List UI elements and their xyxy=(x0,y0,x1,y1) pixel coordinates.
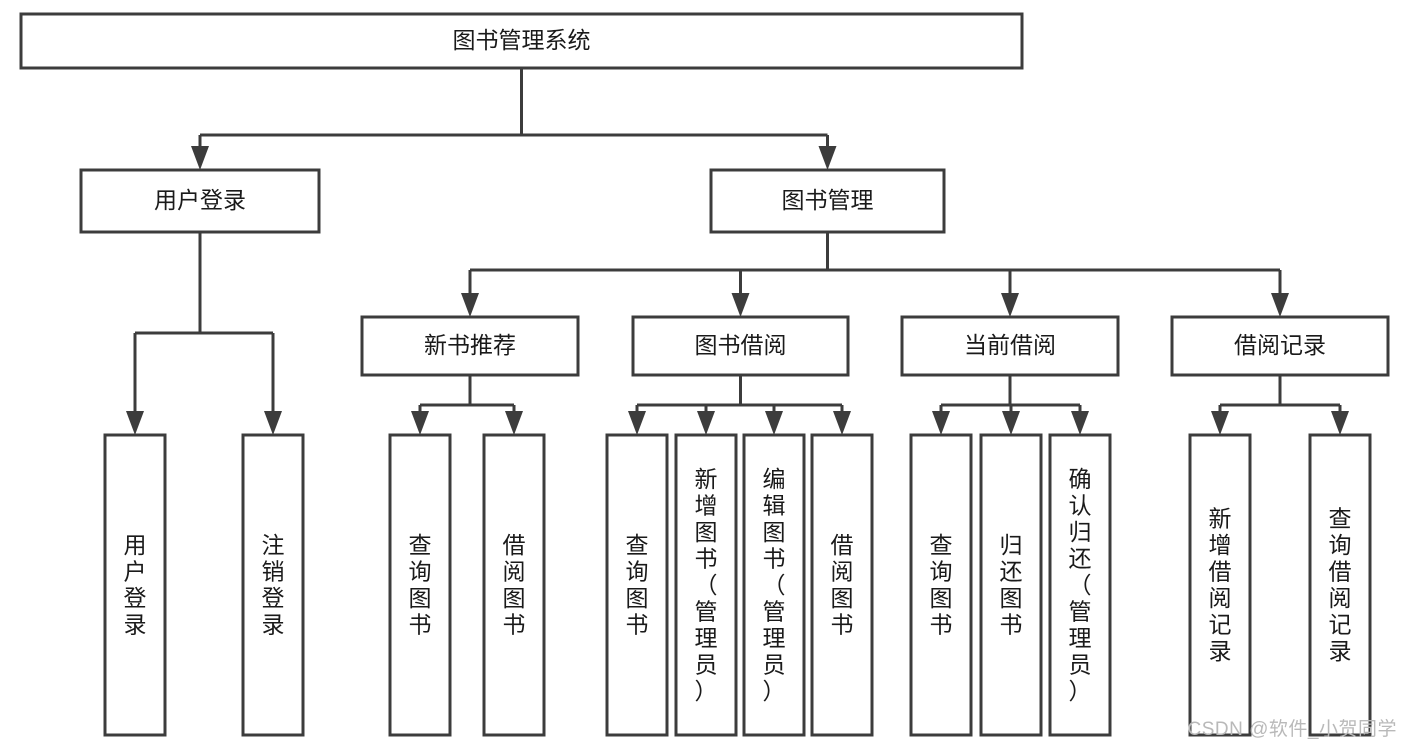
arrow-head-icon xyxy=(1002,411,1020,435)
node-box-new-book-rec[interactable] xyxy=(360,315,580,377)
arrow-head-icon xyxy=(461,293,479,317)
node-label: 查询借阅记录 xyxy=(1329,506,1352,665)
node-label: 归还图书 xyxy=(1000,532,1023,638)
node-label: 图书管理系统 xyxy=(453,27,591,53)
node-box-leaf-logout-login[interactable] xyxy=(241,433,305,737)
node-box-leaf-add-record[interactable] xyxy=(1188,433,1252,737)
node-label: 图书管理 xyxy=(782,187,874,213)
node-label: 借阅图书 xyxy=(503,532,526,638)
node-box-leaf-query-book-2[interactable] xyxy=(605,433,669,737)
arrow-head-icon xyxy=(765,411,783,435)
node-box-user-login[interactable] xyxy=(79,168,321,234)
node-label: 查询图书 xyxy=(626,532,649,638)
node-label: 新书推荐 xyxy=(424,332,516,358)
node-box-leaf-user-login[interactable] xyxy=(103,433,167,737)
arrow-head-icon xyxy=(833,411,851,435)
arrow-head-icon xyxy=(264,411,282,435)
arrow-head-icon xyxy=(1331,411,1349,435)
arrow-head-icon xyxy=(505,411,523,435)
arrow-head-icon xyxy=(1211,411,1229,435)
node-label: 用户登录 xyxy=(124,532,147,638)
arrow-head-icon xyxy=(628,411,646,435)
arrow-head-icon xyxy=(697,411,715,435)
node-box-leaf-return-book[interactable] xyxy=(979,433,1043,737)
arrow-head-icon xyxy=(818,146,837,170)
node-label: 查询图书 xyxy=(930,532,953,638)
node-box-borrow-record[interactable] xyxy=(1170,315,1390,377)
node-box-root[interactable] xyxy=(19,12,1024,70)
node-label: 借阅图书 xyxy=(831,532,854,638)
node-box-leaf-edit-book[interactable] xyxy=(742,433,806,737)
node-label: 当前借阅 xyxy=(964,332,1056,358)
node-label: 图书借阅 xyxy=(695,332,787,358)
node-label: 借阅记录 xyxy=(1234,332,1326,358)
arrow-head-icon xyxy=(932,411,950,435)
node-box-leaf-borrow-book-1[interactable] xyxy=(482,433,546,737)
node-box-leaf-confirm-return[interactable] xyxy=(1048,433,1112,737)
arrow-head-icon xyxy=(1001,293,1019,317)
arrow-head-icon xyxy=(191,146,209,170)
node-box-leaf-borrow-book-2[interactable] xyxy=(810,433,874,737)
node-box-leaf-add-book[interactable] xyxy=(674,433,738,737)
arrow-head-icon xyxy=(731,293,750,317)
node-box-leaf-query-book-1[interactable] xyxy=(388,433,452,737)
node-layer: 图书管理系统用户登录图书管理新书推荐图书借阅当前借阅借阅记录用户登录注销登录查询… xyxy=(19,12,1390,737)
connector-layer xyxy=(126,68,1349,435)
node-box-leaf-query-record[interactable] xyxy=(1308,433,1372,737)
node-label: 查询图书 xyxy=(409,532,432,638)
node-box-book-manage[interactable] xyxy=(709,168,946,234)
node-box-book-borrow[interactable] xyxy=(631,315,850,377)
node-label: 编辑图书（管理员） xyxy=(763,466,786,704)
node-label: 注销登录 xyxy=(262,532,285,638)
arrow-head-icon xyxy=(411,411,429,435)
node-box-leaf-query-book-3[interactable] xyxy=(909,433,973,737)
arrow-head-icon xyxy=(1071,411,1089,435)
node-label: 用户登录 xyxy=(154,187,246,213)
node-label: 新增借阅记录 xyxy=(1209,506,1232,665)
node-label: 新增图书（管理员） xyxy=(695,466,718,704)
arrow-head-icon xyxy=(1271,293,1289,317)
node-box-current-borrow[interactable] xyxy=(900,315,1120,377)
node-label: 确认归还（管理员） xyxy=(1069,466,1092,704)
arrow-head-icon xyxy=(126,411,144,435)
